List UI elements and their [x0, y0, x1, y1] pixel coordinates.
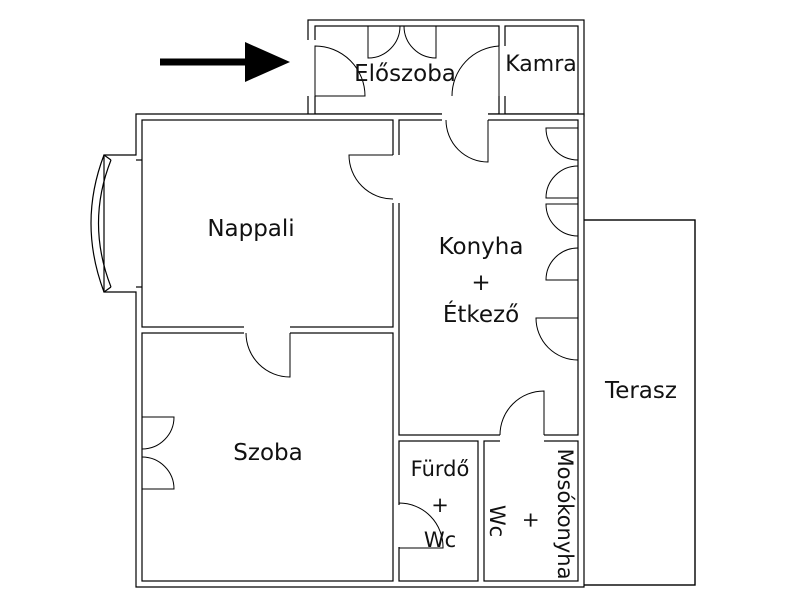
doors: [141, 25, 579, 549]
room-label-furdo-line2: +: [431, 493, 449, 517]
terrace-outline: [579, 219, 696, 586]
room-label-konyha-line3: Étkező: [443, 300, 519, 328]
room-label-eloszoba: Előszoba: [354, 61, 456, 87]
room-label-mosokonyha-line1: Mosókonyha: [553, 449, 577, 580]
room-label-furdo-line3: Wc: [424, 528, 456, 552]
room-label-nappali: Nappali: [207, 216, 294, 242]
room-label-konyha-line2: +: [471, 270, 490, 296]
room-label-mosokonyha-line3: Wc: [485, 505, 509, 537]
room-label-furdo-line1: Fürdő: [411, 457, 470, 481]
room-label-mosokonyha-line2: +: [519, 511, 543, 529]
room-label-kamra: Kamra: [505, 52, 576, 77]
room-label-konyha-line1: Konyha: [439, 234, 524, 260]
room-label-terasz: Terasz: [604, 378, 677, 404]
room-label-szoba: Szoba: [233, 440, 302, 466]
walls: [90, 19, 585, 588]
entrance-arrow-icon: [160, 42, 290, 82]
